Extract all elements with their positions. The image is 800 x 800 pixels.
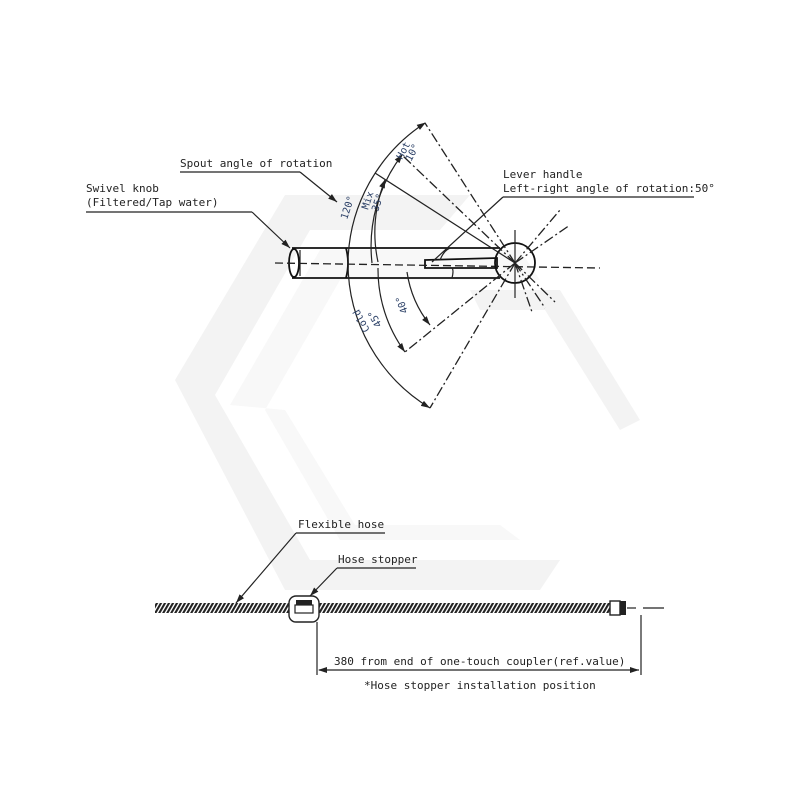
label-lever-handle-line2: Left-right angle of rotation:50°: [503, 182, 715, 195]
label-dimension-380: 380 from end of one-touch coupler(ref.va…: [334, 655, 625, 668]
label-lever-handle-line1: Lever handle: [503, 168, 582, 181]
label-swivel-knob-line1: Swivel knob: [86, 182, 159, 195]
angle-lower: 40°: [394, 294, 411, 315]
watermark-logo: [175, 195, 640, 590]
label-swivel-knob-line2: (Filtered/Tap water): [86, 196, 218, 209]
spout-top-view: 120° Mix 35° Hot 10° Cold 45° 40° Spout …: [86, 122, 715, 409]
label-installation-note: *Hose stopper installation position: [364, 679, 596, 692]
angle-mix-value: 35°: [370, 192, 386, 213]
hose-side-view: Flexible hose Hose stopper 380 from end …: [155, 518, 664, 692]
label-spout-angle: Spout angle of rotation: [180, 157, 332, 170]
one-touch-coupler: [609, 600, 621, 616]
label-flexible-hose: Flexible hose: [298, 518, 384, 531]
angle-mix-label: Mix: [360, 190, 376, 211]
flexible-hose-body: [155, 603, 610, 613]
label-hose-stopper: Hose stopper: [338, 553, 418, 566]
